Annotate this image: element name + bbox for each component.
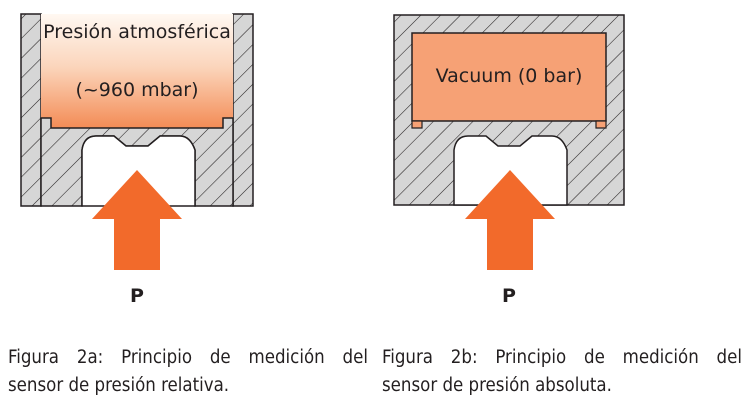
sensor-diagram: Presión atmosférica (~960 mbar) P Vacuum… xyxy=(20,13,625,307)
caption-2a-line1: Figura 2a: Principio de medición del xyxy=(8,347,368,368)
caption-figure-2b: Figura 2b: Principio de medición del sen… xyxy=(382,344,742,400)
sensor-cavity-b xyxy=(453,135,568,206)
caption-2a-line2: sensor de presión relativa. xyxy=(8,375,230,396)
atmospheric-air xyxy=(41,14,233,132)
pressure-arrow-b xyxy=(465,170,555,270)
pressure-arrow xyxy=(92,170,182,270)
vacuum-chamber xyxy=(411,32,607,122)
vacuum-shoulders xyxy=(411,120,607,129)
caption-2b-line1: Figura 2b: Principio de medición del xyxy=(382,347,742,368)
absolute-sensor: Vacuum (0 bar) P xyxy=(393,14,625,307)
force-label-a: P xyxy=(130,285,144,307)
housing-right-wall xyxy=(232,13,254,207)
force-label-b: P xyxy=(502,285,516,307)
atmospheric-label-line1: Presión atmosférica xyxy=(43,21,231,43)
caption-figure-2a: Figura 2a: Principio de medición del sen… xyxy=(8,344,368,400)
caption-2b-line2: sensor de presión absoluta. xyxy=(382,375,612,396)
vacuum-label: Vacuum (0 bar) xyxy=(436,65,583,87)
atmospheric-label-line2: (~960 mbar) xyxy=(75,79,198,101)
relative-sensor: Presión atmosférica (~960 mbar) P xyxy=(20,13,254,307)
sensor-cavity xyxy=(81,135,196,207)
housing-left-wall xyxy=(20,13,42,207)
